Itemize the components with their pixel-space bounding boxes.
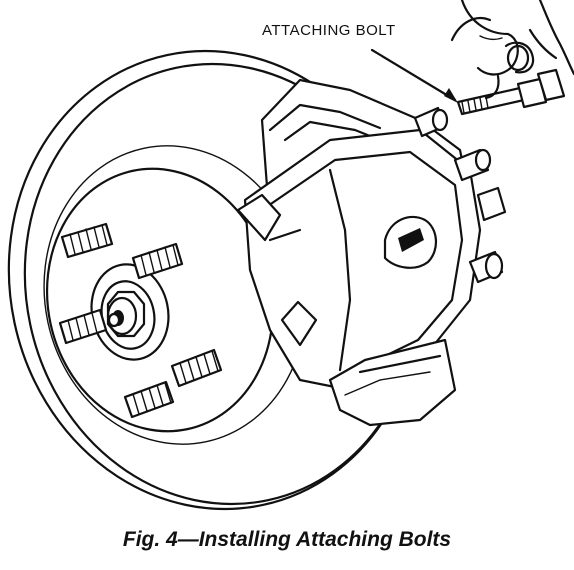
- callout-leader-line: [370, 48, 457, 102]
- wheel-stud: [58, 308, 108, 345]
- attaching-bolt-label: ATTACHING BOLT: [262, 22, 396, 39]
- caliper-fitting: [453, 148, 492, 182]
- wheel-hub: [90, 263, 170, 361]
- wheel-stud: [60, 222, 114, 259]
- caliper-fitting: [476, 186, 507, 222]
- caliper-fitting: [413, 106, 449, 138]
- figure-caption: Fig. 4—Installing Attaching Bolts: [122, 528, 452, 551]
- brake-caliper: [236, 78, 482, 427]
- wheel-stud: [123, 380, 175, 419]
- attaching-bolt: [456, 68, 566, 116]
- caliper-fitting: [468, 250, 504, 284]
- wheel-stud: [170, 348, 223, 388]
- hand: [450, 0, 574, 100]
- callout-arrowhead: [444, 88, 458, 103]
- wheel-stud: [131, 242, 184, 280]
